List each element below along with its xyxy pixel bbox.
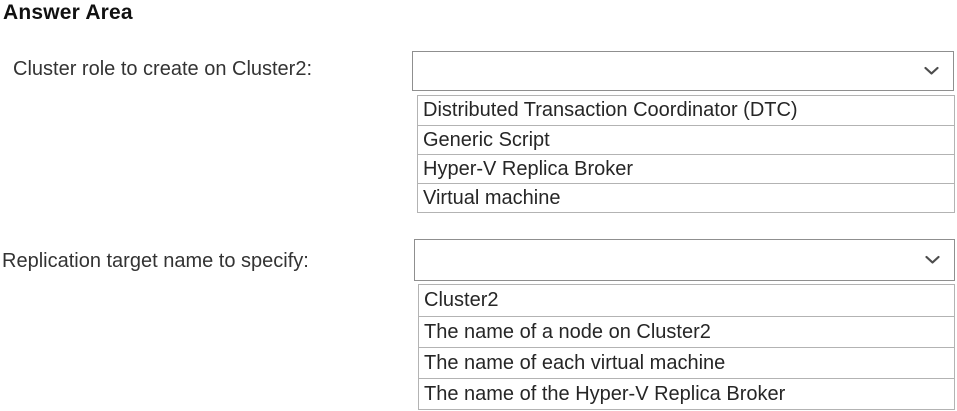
chevron-down-icon [925, 255, 940, 265]
question-1-options-list: Distributed Transaction Coordinator (DTC… [417, 95, 955, 213]
option-item[interactable]: Cluster2 [419, 285, 954, 316]
option-item[interactable]: Hyper-V Replica Broker [418, 154, 954, 183]
question-2-dropdown[interactable] [414, 239, 955, 281]
option-item[interactable]: The name of a node on Cluster2 [419, 316, 954, 347]
option-item[interactable]: Distributed Transaction Coordinator (DTC… [418, 96, 954, 125]
question-2-label: Replication target name to specify: [2, 250, 309, 272]
option-item[interactable]: Virtual machine [418, 183, 954, 212]
question-1-dropdown[interactable] [412, 51, 954, 91]
option-item[interactable]: Generic Script [418, 125, 954, 154]
chevron-down-icon [924, 66, 939, 76]
option-item[interactable]: The name of the Hyper-V Replica Broker [419, 378, 954, 409]
question-2-options-list: Cluster2 The name of a node on Cluster2 … [418, 284, 955, 410]
option-item[interactable]: The name of each virtual machine [419, 347, 954, 378]
page-title: Answer Area [3, 1, 133, 24]
question-1-label: Cluster role to create on Cluster2: [13, 58, 313, 80]
